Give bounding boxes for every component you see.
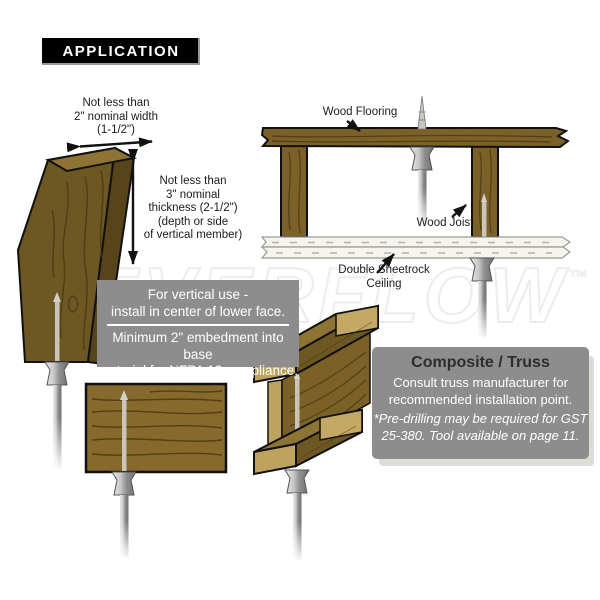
sheetrock-arrow [376,253,395,274]
ceiling-assembly-illustration [260,95,572,340]
wood-joist-arrow [451,204,467,218]
trademark-symbol: ™ [568,267,589,290]
composite-truss-callout: Composite / Truss Consult truss manufact… [372,347,589,459]
vertical-member-illustration [16,146,137,471]
width-dimension-arrow [66,137,153,153]
lumber-block-illustration [84,382,228,560]
wood-flooring-label: Wood Flooring [322,106,398,118]
application-banner: APPLICATION [42,38,200,65]
wood-joist-label: Wood Joist [416,217,474,229]
thickness-dimension-note: Not less than 3" nominal thickness (2-1/… [143,175,243,241]
wood-flooring-arrow [346,119,361,132]
i-joist-illustration [253,304,379,562]
vertical-use-callout: For vertical use - install in center of … [97,280,299,378]
composite-truss-title: Composite / Truss [411,354,550,371]
composite-truss-footnote: *Pre-drilling may be required for GST 25… [373,411,588,443]
width-dimension-note: Not less than 2" nominal width (1-1/2") [74,97,158,136]
callout-divider [107,324,289,326]
double-sheetrock-ceiling-label: Double Sheetrock Ceiling [338,264,430,290]
dimension-arrows [66,119,467,274]
